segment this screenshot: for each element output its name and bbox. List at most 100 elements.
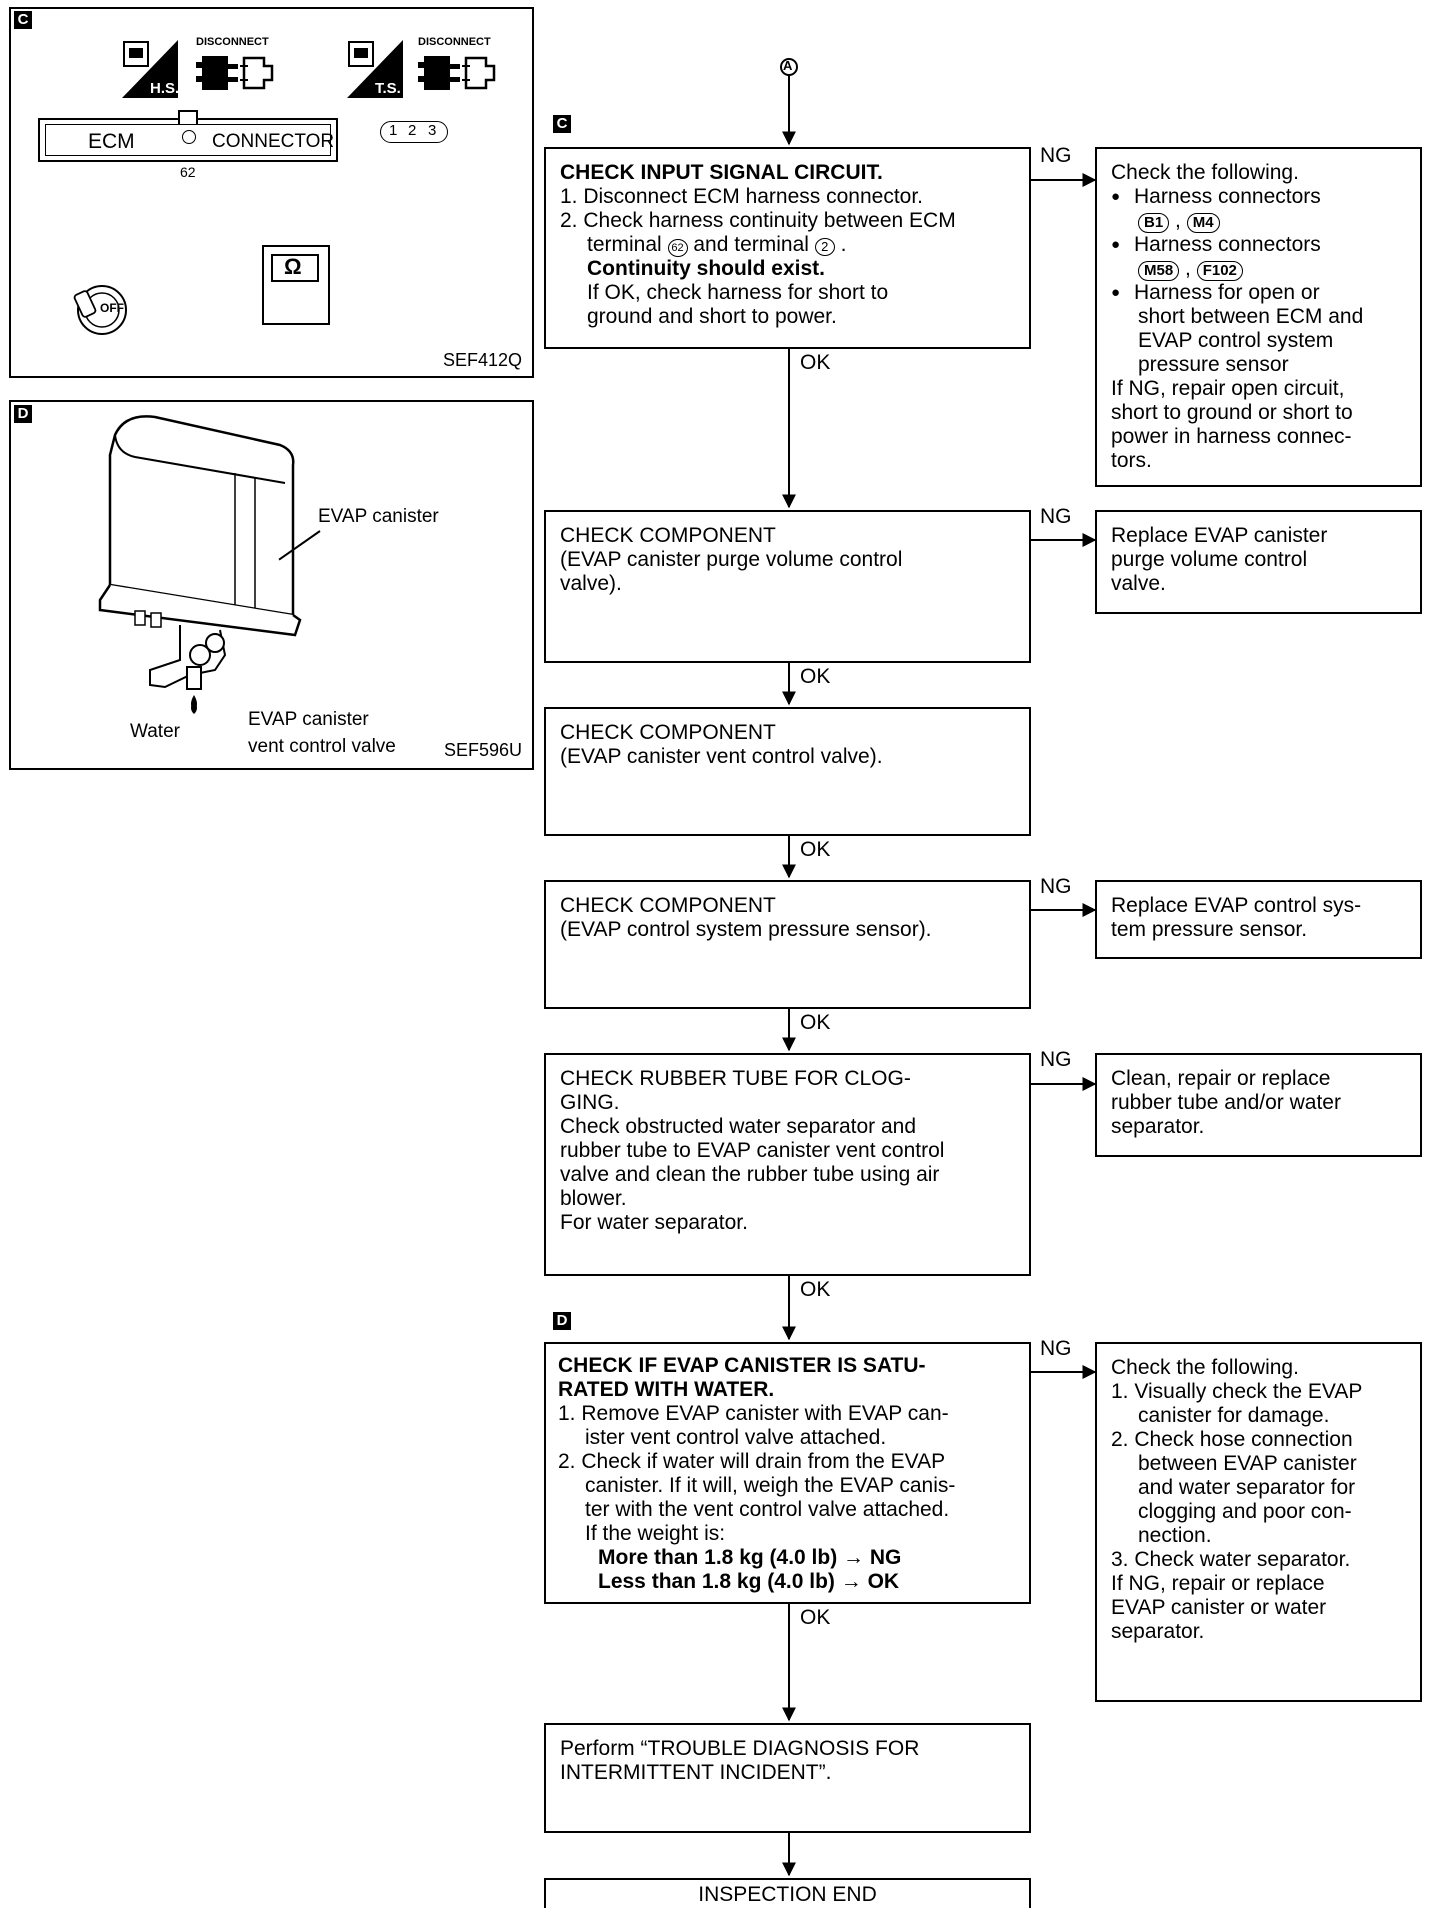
ng1-line: tors. [1111, 449, 1152, 472]
ok-label: OK [800, 1606, 831, 1629]
ecm-connector-tab [178, 110, 198, 124]
terminal-62-label: 62 [180, 164, 196, 180]
ng5-text: Clean, repair or replace rubber tube and… [1111, 1067, 1341, 1138]
step6-line: canister. If it will, weigh the EVAP can… [585, 1474, 956, 1545]
ng1-connectors: M58 , F102 [1111, 257, 1406, 281]
connector-label: CONNECTOR [212, 131, 335, 152]
step1-title: CHECK INPUT SIGNAL CIRCUIT. [560, 161, 883, 184]
ng6-line: 3. Check water separator. [1111, 1548, 1351, 1571]
ok-label: OK [800, 1278, 831, 1301]
figure-c-tag: C [14, 11, 32, 29]
terminal-badge: 62 [667, 239, 688, 257]
ng-label: NG [1040, 505, 1072, 528]
ok-label: OK [800, 838, 831, 861]
ng-label: NG [1040, 144, 1072, 167]
ng4-text: Replace EVAP control sys- tem pressure s… [1111, 894, 1362, 941]
step1-text: . [834, 233, 847, 256]
ng1-line: short to ground or short to [1111, 401, 1353, 424]
step-tag-c: C [553, 115, 571, 133]
step1-text: and terminal [687, 233, 815, 256]
ng2-text: Replace EVAP canister purge volume contr… [1111, 524, 1328, 595]
ng-replace-pressure-sensor: Replace EVAP control sys- tem pressure s… [1095, 880, 1422, 959]
connector-latch-icon [182, 130, 196, 144]
step5-text: CHECK RUBBER TUBE FOR CLOG- GING. Check … [560, 1067, 945, 1234]
ng1-bullet: Harness connectors [1111, 185, 1406, 209]
ng-label: NG [1040, 875, 1072, 898]
ng-label: NG [1040, 1337, 1072, 1360]
connector-badge: M4 [1186, 213, 1220, 233]
step1-continuity: Continuity should exist. [587, 257, 826, 280]
evap-canister-illustration [95, 405, 315, 745]
ecm-connector-inner [45, 124, 331, 156]
step1-terminal-line: terminal 62 and terminal 2 . [560, 233, 1015, 257]
step-trouble-diagnosis: Perform “TROUBLE DIAGNOSIS FOR INTERMITT… [544, 1723, 1031, 1833]
ng-replace-purge-valve: Replace EVAP canister purge volume contr… [1095, 510, 1422, 614]
connector-badge: B1 [1138, 213, 1170, 233]
ng6-line: canister for damage. [1138, 1404, 1330, 1427]
disconnect-label-2: DISCONNECT [418, 36, 491, 48]
step6-criteria-ng: More than 1.8 kg (4.0 lb) → NG [598, 1546, 902, 1569]
ng1-line: power in harness connec- [1111, 425, 1352, 448]
ok-label: OK [800, 1011, 831, 1034]
ng-check-canister-damage: Check the following. 1. Visually check t… [1095, 1342, 1422, 1702]
connector-badge: F102 [1196, 261, 1243, 281]
ng1-line: pressure sensor [1138, 353, 1289, 376]
step-check-vent-valve: CHECK COMPONENT (EVAP canister vent cont… [544, 707, 1031, 836]
ng1-line: Check the following. [1111, 161, 1299, 184]
sensor-connector [380, 121, 448, 143]
ecm-label: ECM [88, 130, 135, 153]
connector-disconnect-icon [418, 50, 498, 96]
ohm-symbol: Ω [284, 254, 302, 279]
step-check-purge-valve: CHECK COMPONENT (EVAP canister purge vol… [544, 510, 1031, 663]
step6-line: 2. Check if water will drain from the EV… [558, 1450, 946, 1473]
disconnect-label-1: DISCONNECT [196, 36, 269, 48]
step-tag-d: D [553, 1312, 571, 1330]
step-check-canister-saturated: CHECK IF EVAP CANISTER IS SATU- RATED WI… [544, 1342, 1031, 1604]
ng6-line: between EVAP canister and water separato… [1138, 1452, 1357, 1547]
step6-line: 1. Remove EVAP canister with EVAP can- [558, 1402, 949, 1425]
ohm-display [271, 254, 319, 282]
vent-valve-label-2: vent control valve [248, 736, 396, 757]
inspection-end: INSPECTION END [544, 1878, 1031, 1908]
ng1-bullet: Harness connectors [1111, 233, 1406, 257]
ohmmeter [262, 245, 330, 325]
step6-criteria-ok: Less than 1.8 kg (4.0 lb) → OK [598, 1570, 900, 1593]
pin-label: 2 [408, 122, 417, 139]
step1-line: 2. Check harness continuity between ECM [560, 209, 956, 232]
step1-line: 1. Disconnect ECM harness connector. [560, 185, 924, 208]
ng1-line: If NG, repair open circuit, [1111, 377, 1345, 400]
evap-canister-label: EVAP canister [318, 506, 439, 527]
ng-label: NG [1040, 1048, 1072, 1071]
step6-line: ister vent control valve attached. [585, 1426, 887, 1449]
ng6-line: 1. Visually check the EVAP [1111, 1380, 1363, 1403]
terminal-badge: 2 [814, 238, 835, 256]
pin-label: 1 [389, 122, 398, 139]
step6-title: CHECK IF EVAP CANISTER IS SATU- RATED WI… [558, 1354, 926, 1401]
connector-disconnect-icon [196, 50, 276, 96]
ng1-line: EVAP control system [1138, 329, 1334, 352]
step7-text: Perform “TROUBLE DIAGNOSIS FOR INTERMITT… [560, 1737, 920, 1784]
ignition-off-label: OFF [100, 301, 124, 315]
step-check-rubber-tube: CHECK RUBBER TUBE FOR CLOG- GING. Check … [544, 1053, 1031, 1276]
connector-badge: M58 [1138, 261, 1180, 281]
step1-line: If OK, check harness for short to [587, 281, 889, 304]
ng1-connectors: B1 , M4 [1111, 209, 1406, 233]
ng-check-the-following: Check the following. Harness connectors … [1095, 147, 1422, 487]
step3-text: CHECK COMPONENT (EVAP canister vent cont… [560, 721, 883, 768]
step2-text: CHECK COMPONENT (EVAP canister purge vol… [560, 524, 903, 595]
ignition-key-icon [72, 280, 132, 340]
ts-label: T.S. [375, 80, 401, 97]
end-text: INSPECTION END [698, 1883, 877, 1906]
pin-label: 3 [428, 122, 437, 139]
ng6-line: Check the following. [1111, 1356, 1299, 1379]
hs-label: H.S. [150, 80, 180, 97]
ng1-line: short between ECM and [1138, 305, 1364, 328]
ng6-line: 2. Check hose connection [1111, 1428, 1353, 1451]
ng6-line: If NG, repair or replace EVAP canister o… [1111, 1572, 1327, 1643]
ng-clean-rubber-tube: Clean, repair or replace rubber tube and… [1095, 1053, 1422, 1157]
figure-d-ref: SEF596U [444, 740, 523, 760]
ts-icon [347, 40, 403, 98]
vent-valve-label-1: EVAP canister [248, 709, 369, 730]
ok-label: OK [800, 665, 831, 688]
